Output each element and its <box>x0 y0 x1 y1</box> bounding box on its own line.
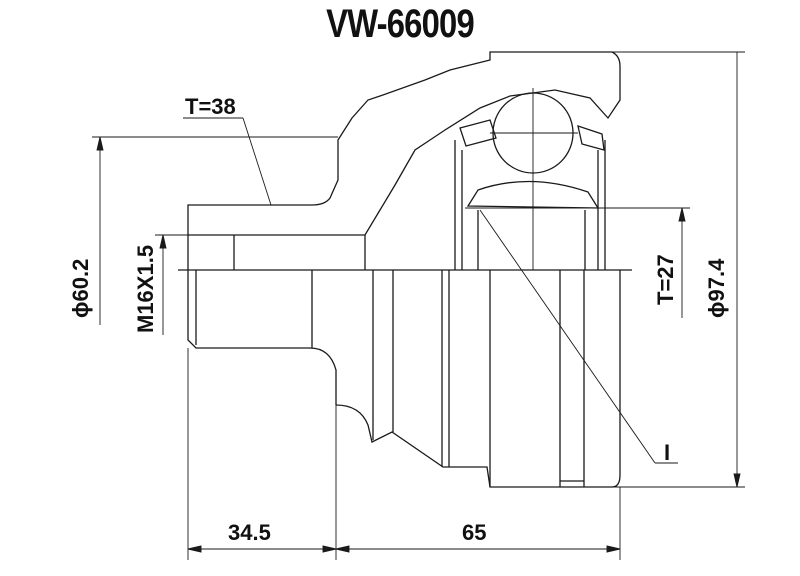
torque-label-shaft: T=38 <box>185 94 236 119</box>
threaded-shaft <box>187 235 366 405</box>
bell-housing <box>335 270 621 488</box>
part-number-title: VW-66009 <box>326 2 475 46</box>
shaft-section-hatch <box>187 51 621 236</box>
bell-length-label: 65 <box>462 520 486 545</box>
spline-marker-label: I <box>664 440 670 465</box>
torque-label-inner: T=27 <box>653 254 678 305</box>
bell-diameter-label: ϕ97.4 <box>704 258 729 318</box>
shaft-diameter-label: ϕ60.2 <box>68 259 93 318</box>
shaft-length-label: 34.5 <box>228 520 271 545</box>
thread-spec-label: M16X1.5 <box>133 245 158 333</box>
